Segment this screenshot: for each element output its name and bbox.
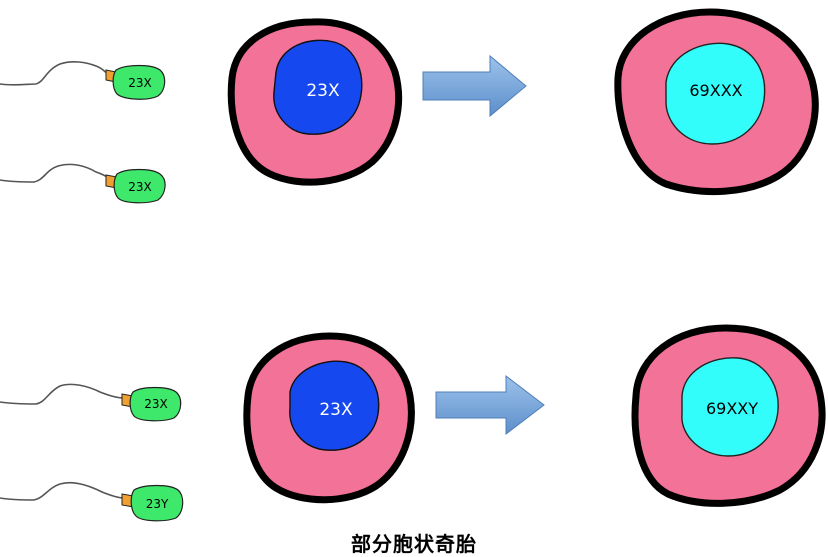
zygote-cell-2: 69XXY	[631, 324, 826, 507]
sperm-head	[129, 386, 182, 422]
arrow-1	[422, 54, 527, 118]
zygote-label: 69XXY	[706, 399, 758, 418]
sperm-head	[113, 168, 166, 204]
sperm-2-2: 23Y	[0, 481, 184, 522]
sperm-label: 23Y	[146, 497, 169, 511]
egg-label: 23X	[319, 400, 353, 420]
sperm-1-2: 23X	[0, 163, 166, 204]
zygote-nucleus	[681, 357, 779, 457]
sperm-head	[112, 64, 166, 100]
egg-nucleus	[273, 39, 363, 135]
sperm-1-1: 23X	[0, 61, 166, 100]
sperm-tail	[0, 163, 109, 183]
sperm-2-1: 23X	[0, 383, 182, 422]
diagram-caption: 部分胞状奇胎	[351, 532, 477, 556]
egg-label: 23X	[306, 81, 340, 101]
sperm-label: 23X	[128, 76, 152, 90]
sperm-tail	[0, 481, 125, 501]
egg-nucleus	[289, 360, 380, 451]
sperm-head	[130, 484, 184, 522]
arrow-2	[435, 374, 545, 436]
row-1: 23X 23X 23X 69XXX	[0, 8, 819, 204]
zygote-cell-1: 69XXX	[614, 8, 819, 195]
row-2: 23X 23Y 23X 69XXY	[0, 324, 826, 522]
egg-cell-2: 23X	[243, 332, 415, 504]
zygote-label: 69XXX	[689, 81, 742, 100]
sperm-tail	[0, 61, 109, 86]
egg-cell-1: 23X	[227, 18, 403, 186]
sperm-label: 23X	[144, 397, 168, 411]
sperm-label: 23X	[128, 180, 152, 194]
sperm-tail	[0, 383, 125, 405]
zygote-nucleus	[665, 42, 766, 145]
